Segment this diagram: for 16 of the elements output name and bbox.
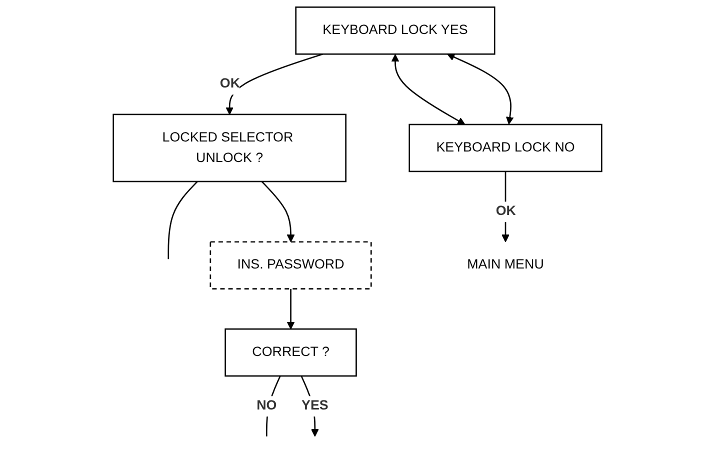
node-box: CORRECT ? bbox=[224, 328, 357, 377]
edge-label: YES bbox=[302, 398, 328, 414]
connector bbox=[266, 376, 281, 436]
node-box: KEYBOARD LOCK NO bbox=[408, 124, 602, 172]
arrow bbox=[261, 181, 295, 242]
arrow bbox=[286, 288, 295, 330]
node-box: INS. PASSWORD bbox=[210, 241, 372, 290]
node-text: MAIN MENU bbox=[467, 257, 544, 272]
edge-label: NO bbox=[256, 398, 277, 414]
connector bbox=[168, 181, 198, 260]
arrow bbox=[391, 54, 466, 125]
arrow bbox=[447, 53, 514, 124]
arrow bbox=[502, 171, 510, 242]
arrow bbox=[226, 53, 323, 115]
node-box: KEYBOARD LOCK YES bbox=[295, 6, 496, 55]
node-box: LOCKED SELECTOR UNLOCK ? bbox=[112, 114, 346, 182]
